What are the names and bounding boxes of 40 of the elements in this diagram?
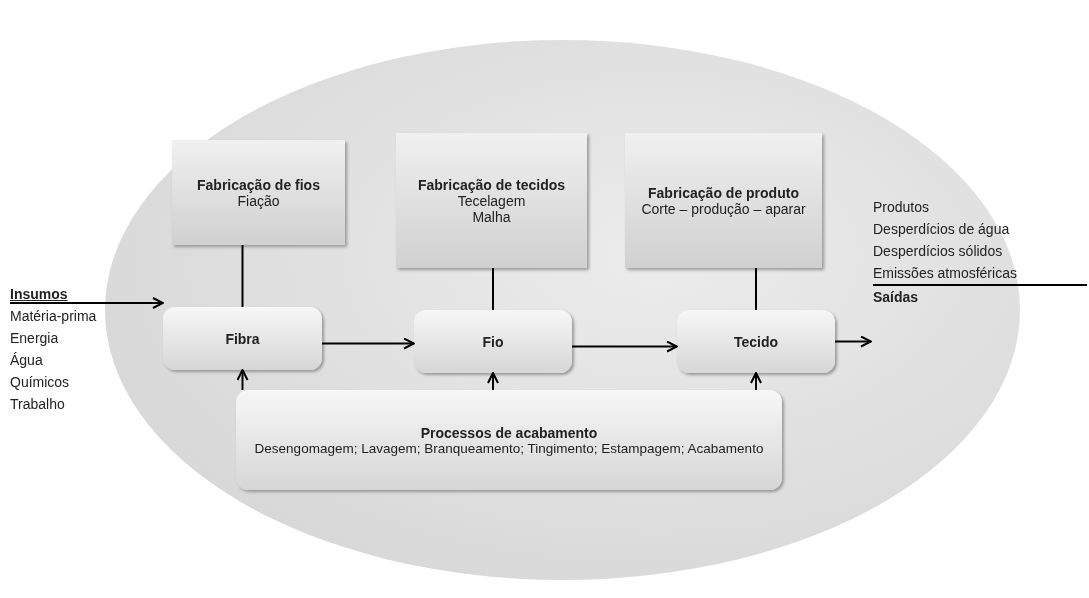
connector-line [755,267,757,311]
box-text: Desengomagem; Lavagem; Branqueamento; Tingimento; Estampagem; Acabamento [254,440,764,456]
box-heading: Fabricação de tecidos [417,176,566,193]
box-text: Desperdícios sólidos [873,242,1004,261]
arrow [9,297,164,309]
box-text: Emissões atmosféricas [873,262,1087,286]
box-heading: Fio [482,333,504,350]
box-text: Desperdícios de água [873,220,1011,239]
connector-line [492,267,494,311]
box-text: Energia [10,329,60,348]
box-heading: Fabricação de fios [197,176,320,193]
arrow [571,340,678,353]
box-text: Água [10,351,44,370]
box-text: Matéria-prima [10,307,98,326]
box-text: Insumos [10,285,69,304]
stage-box [163,307,322,370]
box-text: Trabalho [10,395,66,414]
box-text: Produtos [873,198,931,217]
arrow [321,337,415,350]
box-text: Malha [472,208,511,225]
box-heading: Tecido [733,333,779,350]
box-heading: Processos de acabamento [420,424,598,441]
arrow [236,369,249,391]
arrow [487,372,499,391]
process-box [172,140,345,245]
process-box [396,133,587,268]
box-heading: Fabricação de produto [648,184,799,201]
arrow [750,372,762,391]
box-heading: Fibra [225,330,260,347]
connector-line [241,244,244,308]
stage-box [414,310,572,373]
arrow [834,335,872,348]
stage-box [677,310,835,373]
process-box [625,133,822,268]
box-text: Saídas [873,288,920,307]
box-text: Corte – produção – aparar [641,200,806,217]
box-text: Fiação [237,192,280,209]
box-text: Químicos [10,373,71,392]
process-box [236,390,782,490]
box-text: Tecelagem [457,192,526,209]
